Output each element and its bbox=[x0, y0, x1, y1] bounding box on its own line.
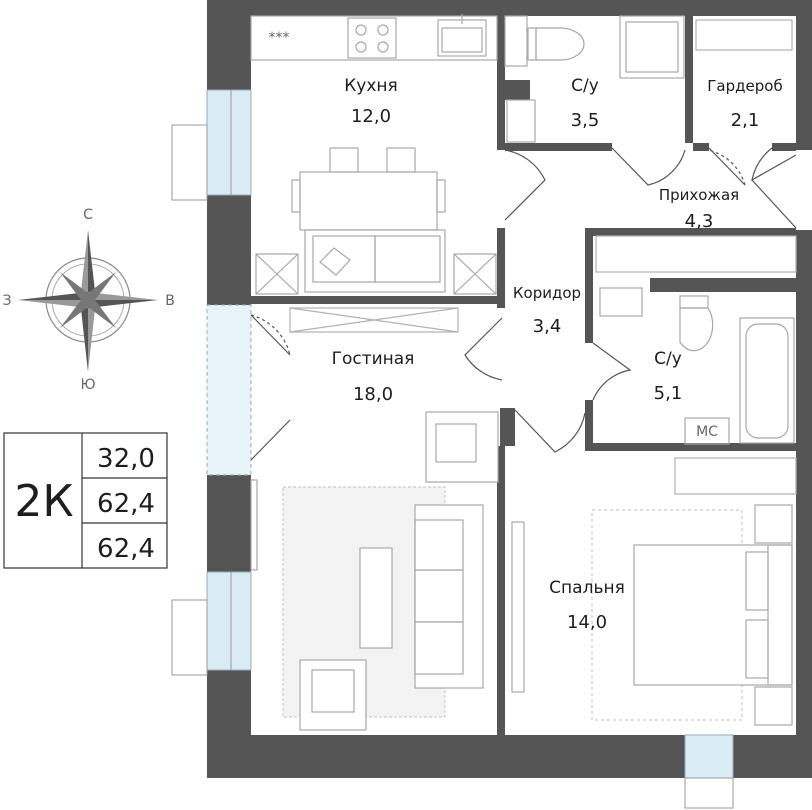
kitchen-area: 12,0 bbox=[351, 106, 391, 127]
living-furniture bbox=[250, 411, 499, 731]
bath2-area: 5,1 bbox=[654, 383, 683, 404]
total-area: 62,4 bbox=[97, 489, 155, 519]
bath1-name: С/у bbox=[571, 76, 599, 96]
area-summary-box bbox=[3, 432, 168, 569]
compass-south: Ю bbox=[80, 377, 95, 393]
bath1-fixtures bbox=[504, 15, 685, 143]
wardrobe-hangers bbox=[289, 19, 797, 495]
washer-label: МС bbox=[696, 424, 718, 440]
window-sills bbox=[171, 90, 734, 809]
bedroom-name: Спальня bbox=[549, 578, 625, 598]
compass-rose-icon bbox=[18, 230, 158, 372]
bedroom-area: 14,0 bbox=[567, 612, 607, 633]
stove-symbol: *** bbox=[269, 30, 290, 46]
hall-area: 4,3 bbox=[685, 211, 714, 232]
bath1-area: 3,5 bbox=[571, 110, 600, 131]
corridor-area: 3,4 bbox=[533, 316, 562, 337]
living-area: 18,0 bbox=[353, 384, 393, 405]
kitchen-fixtures bbox=[250, 14, 498, 295]
bedroom-furniture bbox=[511, 504, 793, 726]
bath2-fixtures bbox=[599, 287, 795, 445]
kitchen-name: Кухня bbox=[344, 76, 398, 96]
compass-west: З bbox=[3, 293, 12, 309]
wardrobe-name: Гардероб bbox=[707, 77, 782, 95]
corridor-name: Коридор bbox=[513, 284, 581, 302]
compass-north: С bbox=[83, 207, 93, 223]
walls bbox=[207, 0, 812, 778]
bath2-name: С/у bbox=[654, 349, 682, 369]
doors bbox=[250, 147, 797, 461]
windows bbox=[206, 89, 734, 779]
apartment-type: 2К bbox=[14, 476, 73, 527]
living-name: Гостиная bbox=[332, 349, 415, 369]
wardrobe-area: 2,1 bbox=[731, 110, 760, 131]
area-with-balcony: 62,4 bbox=[97, 534, 155, 564]
hall-name: Прихожая bbox=[659, 186, 739, 204]
living-area-total: 32,0 bbox=[97, 444, 155, 474]
compass-east: В bbox=[165, 293, 175, 309]
